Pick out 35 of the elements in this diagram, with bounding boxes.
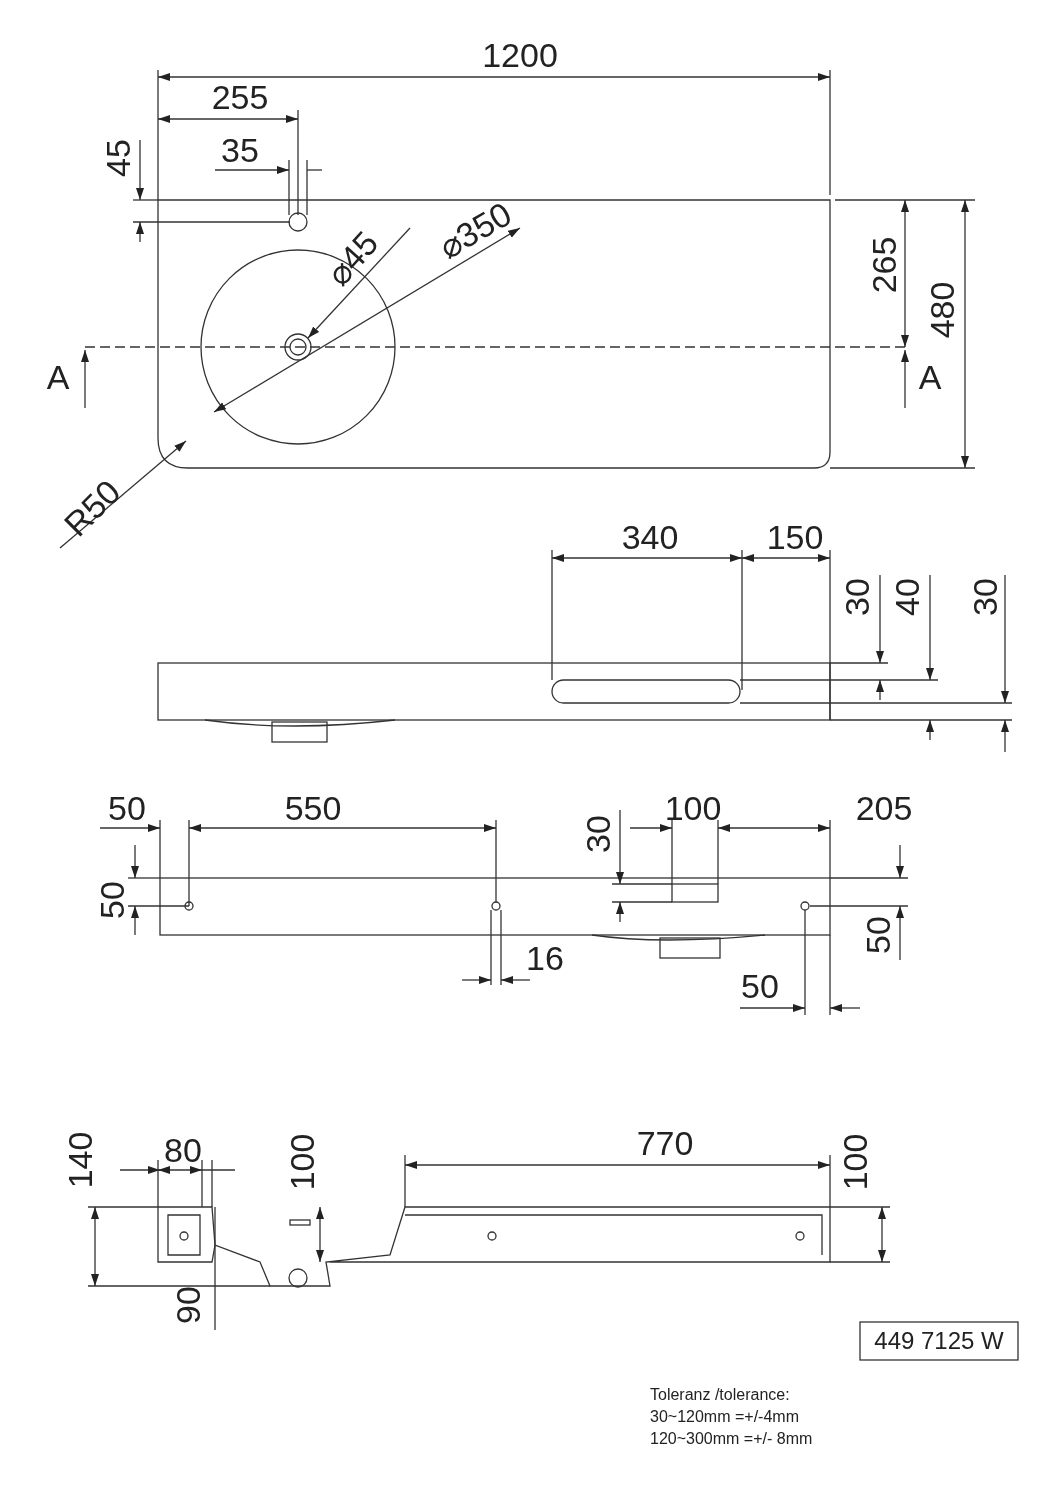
tolerance-note: 120~300mm =+/- 8mm bbox=[650, 1431, 813, 1447]
dimension-label: 340 bbox=[621, 520, 679, 554]
dimension-label: ⌀350 bbox=[433, 196, 517, 264]
dimension-label: 30 bbox=[840, 578, 874, 616]
section-marker: A bbox=[46, 360, 70, 394]
dimension-label: ⌀45 bbox=[320, 225, 384, 291]
dimension-label: 100 bbox=[838, 1133, 872, 1191]
dimension-label: 255 bbox=[211, 80, 269, 114]
dimension-label: 50 bbox=[741, 969, 779, 1003]
dimension-label: 45 bbox=[101, 139, 135, 177]
dimension-label: 80 bbox=[164, 1133, 202, 1167]
dimension-label: R50 bbox=[57, 473, 127, 543]
dimension-label: 35 bbox=[221, 133, 259, 167]
dimension-label: 90 bbox=[171, 1286, 205, 1324]
dimension-label: 100 bbox=[664, 791, 722, 825]
tolerance-note: Toleranz /tolerance: bbox=[650, 1387, 790, 1403]
dimension-label: 40 bbox=[890, 578, 924, 616]
dimension-label: 265 bbox=[867, 236, 901, 294]
dimension-label: 50 bbox=[108, 791, 146, 825]
dimension-label: 1200 bbox=[482, 38, 558, 72]
part-number: 449 7125 W bbox=[874, 1329, 1004, 1353]
dimension-label: 30 bbox=[968, 578, 1002, 616]
tolerance-note: 30~120mm =+/-4mm bbox=[650, 1409, 799, 1425]
dimension-label: 16 bbox=[526, 941, 564, 975]
dimension-label: 50 bbox=[861, 916, 895, 954]
dimension-label: 770 bbox=[636, 1126, 694, 1160]
dimension-label: 480 bbox=[925, 281, 959, 339]
dimension-label: 205 bbox=[855, 791, 913, 825]
dimension-label: 100 bbox=[285, 1133, 319, 1191]
section-marker: A bbox=[918, 360, 942, 394]
dimension-label: 140 bbox=[63, 1131, 97, 1189]
dimension-label: 50 bbox=[95, 881, 129, 919]
dimension-label: 150 bbox=[766, 520, 824, 554]
dimension-label: 30 bbox=[581, 815, 615, 853]
dimension-label: 550 bbox=[284, 791, 342, 825]
